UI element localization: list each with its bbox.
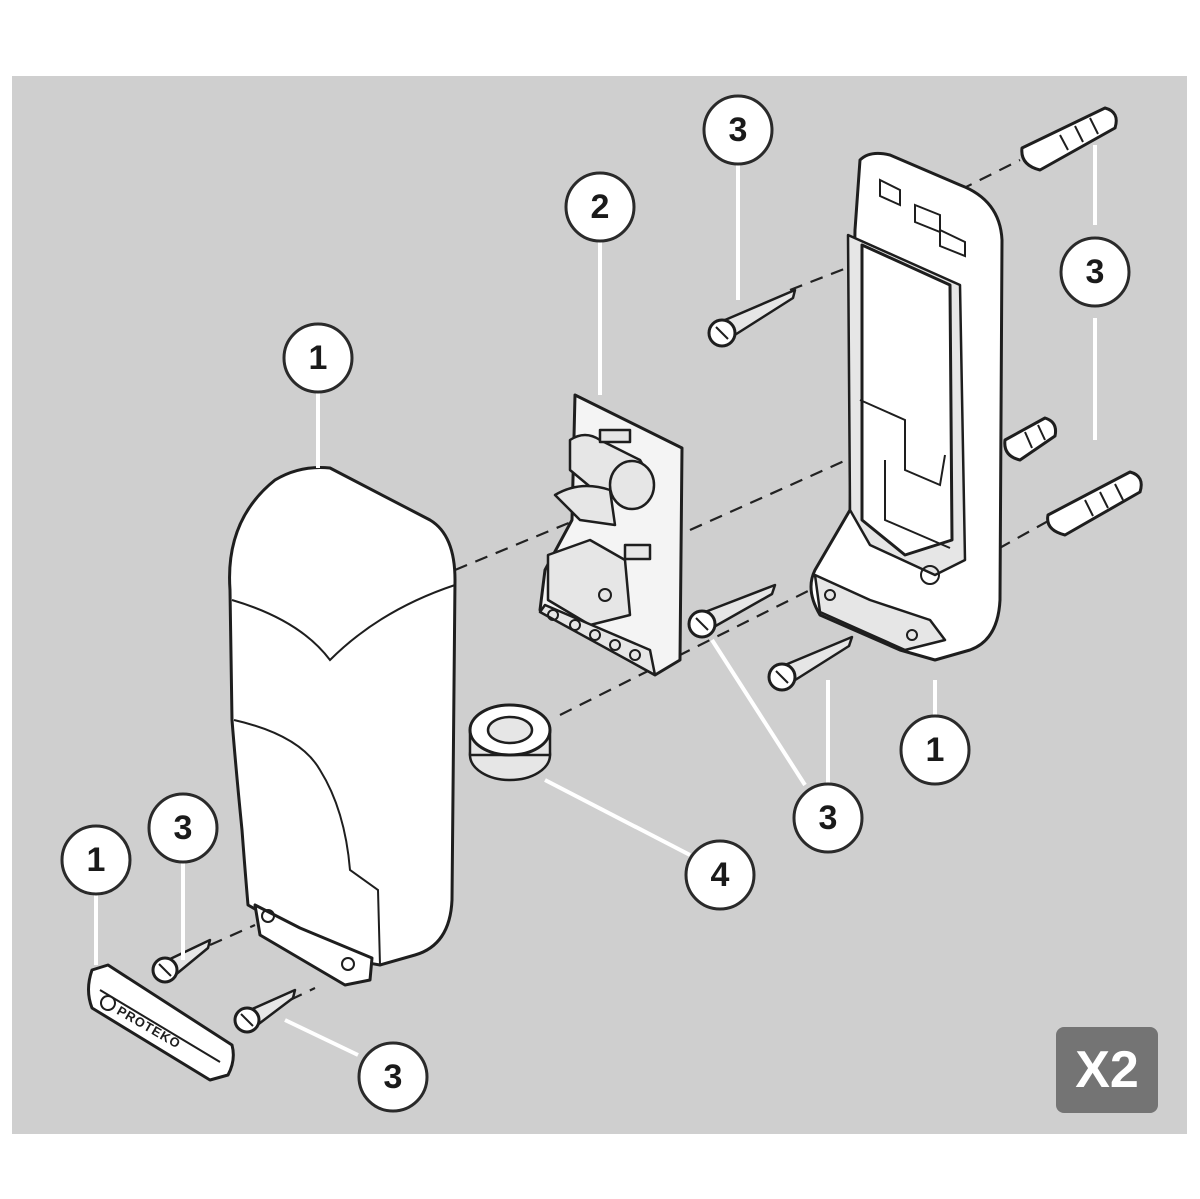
screw-left (151, 938, 212, 984)
callout-c3-screw-top: 3 (702, 94, 774, 166)
wall-plug-top (1020, 106, 1118, 172)
svg-text:3: 3 (1086, 253, 1105, 291)
leader-lines (94, 145, 1097, 1057)
screw-mid-lower (767, 635, 854, 692)
callout-c3-screw-bottom: 3 (357, 1041, 429, 1113)
callout-c2-board: 2 (564, 171, 636, 243)
callout-c3-screw-left: 3 (147, 792, 219, 864)
svg-text:2: 2 (591, 188, 610, 226)
bottom-trim: PROTEKO (87, 963, 235, 1082)
svg-text:1: 1 (87, 841, 106, 879)
svg-text:X2: X2 (1075, 1041, 1139, 1099)
front-cover (228, 466, 457, 987)
svg-text:1: 1 (309, 339, 328, 377)
svg-text:3: 3 (729, 111, 748, 149)
callout-c1-trim: 1 (60, 824, 132, 896)
svg-text:1: 1 (926, 731, 945, 769)
callout-c1-cover: 1 (282, 322, 354, 394)
quantity-badge: X2 (1056, 1027, 1158, 1113)
callout-c1-base: 1 (899, 714, 971, 786)
wall-plug-middle (1003, 416, 1057, 462)
assembly-lines (209, 159, 1051, 1001)
svg-text:3: 3 (384, 1058, 403, 1096)
callout-c3-plugs: 3 (1059, 236, 1131, 308)
screw-top (707, 288, 797, 348)
callout-c4-grommet: 4 (684, 839, 756, 911)
wall-plug-bottom (1046, 470, 1143, 537)
screw-mid-upper (687, 583, 777, 639)
svg-text:4: 4 (711, 856, 730, 894)
wall-base (809, 151, 1004, 662)
callout-c3-screws-mid: 3 (792, 782, 864, 854)
svg-text:3: 3 (819, 799, 838, 837)
svg-text:3: 3 (174, 809, 193, 847)
cable-grommet (468, 703, 552, 782)
circuit-board (538, 393, 684, 677)
screw-bottom (233, 988, 297, 1034)
